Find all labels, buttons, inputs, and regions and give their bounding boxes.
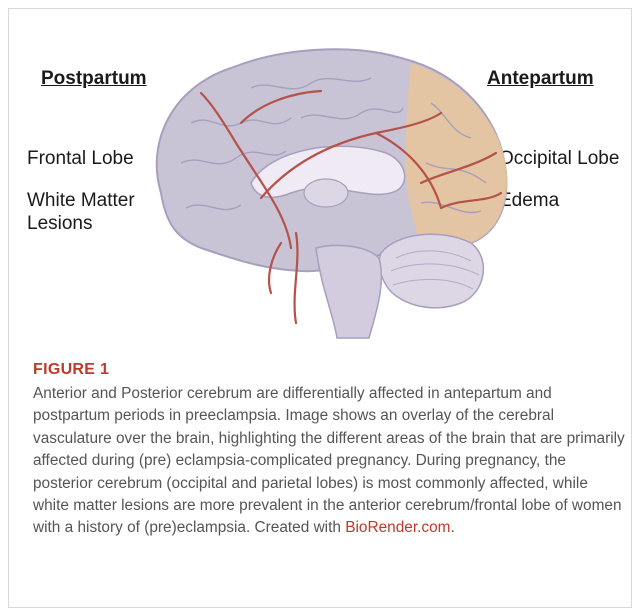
caption-title: FIGURE 1 — [33, 361, 625, 379]
figure-caption: FIGURE 1 Anterior and Posterior cerebrum… — [33, 361, 625, 540]
brain-svg — [141, 33, 513, 343]
caption-body: Anterior and Posterior cerebrum are diff… — [33, 385, 625, 536]
occipital-lobe-label: Occipital Lobe — [499, 147, 619, 170]
frontal-lobe-label: Frontal Lobe — [27, 147, 134, 170]
postpartum-heading: Postpartum — [41, 67, 147, 90]
white-matter-label-line1: White Matter — [27, 189, 135, 212]
caption-end: . — [450, 519, 454, 536]
thalamus-shape — [304, 179, 348, 207]
white-matter-label-line2: Lesions — [27, 212, 93, 235]
brainstem-shape — [316, 245, 381, 338]
brain-illustration — [141, 33, 513, 343]
figure-panel: Postpartum Antepartum Frontal Lobe White… — [8, 8, 632, 608]
biorender-link[interactable]: BioRender.com — [345, 519, 450, 536]
caption-text: Anterior and Posterior cerebrum are diff… — [33, 383, 625, 540]
cerebellum-shape — [379, 234, 483, 308]
